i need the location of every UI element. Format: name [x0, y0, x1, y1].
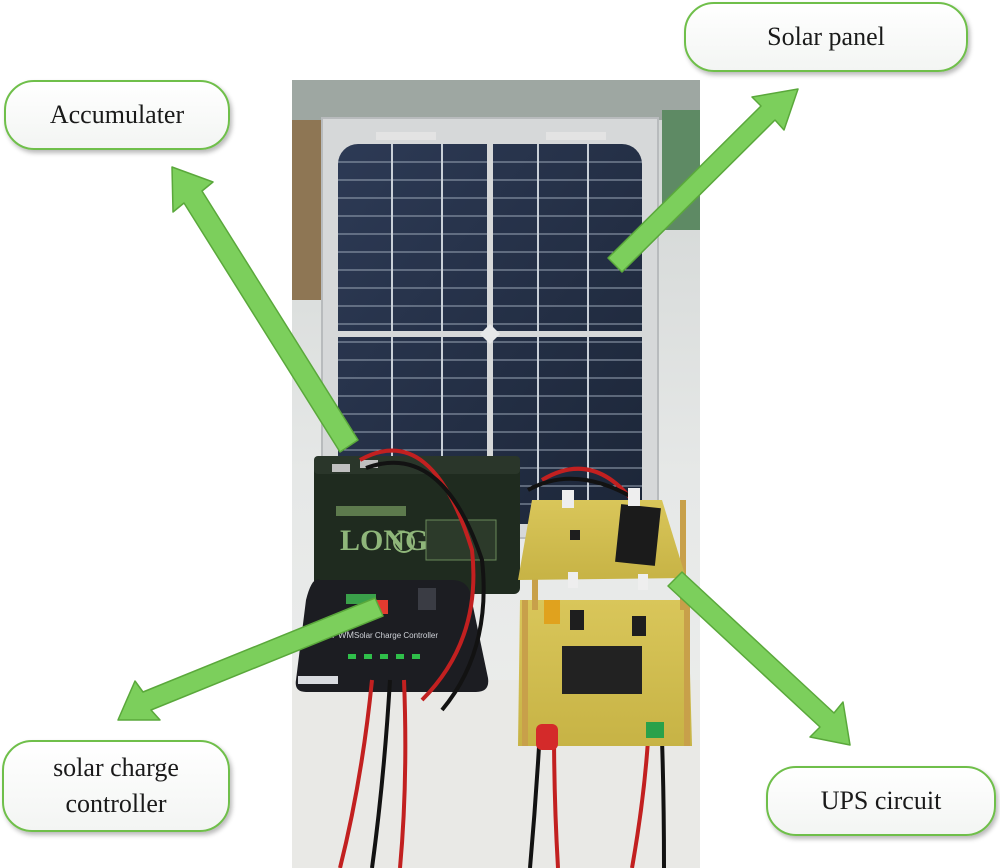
photo-scene: LONG PWM Solar Charge Controller	[292, 80, 700, 868]
solar-panel-cells	[338, 132, 642, 524]
label-accumulator: Accumulater	[4, 80, 230, 150]
label-charge-controller-text: solar charge controller	[53, 753, 179, 818]
controller-badge: PWM	[332, 630, 354, 640]
label-solar-panel: Solar panel	[684, 2, 968, 72]
label-accumulator-text: Accumulater	[49, 100, 185, 129]
label-charge-controller: solar charge controller	[2, 740, 230, 832]
cabinet	[292, 120, 322, 300]
charge-controller: PWM Solar Charge Controller	[295, 579, 489, 692]
controller-text: Solar Charge Controller	[354, 631, 438, 640]
equipment	[662, 110, 700, 230]
label-ups-circuit: UPS circuit	[766, 766, 996, 836]
battery-brand: LONG	[340, 524, 428, 557]
label-ups-text: UPS circuit	[820, 786, 942, 815]
ups-circuit	[518, 488, 692, 750]
battery: LONG	[314, 456, 520, 594]
photo: LONG PWM Solar Charge Controller	[292, 80, 700, 868]
label-solar-panel-text: Solar panel	[767, 22, 885, 51]
shelf	[292, 80, 700, 120]
